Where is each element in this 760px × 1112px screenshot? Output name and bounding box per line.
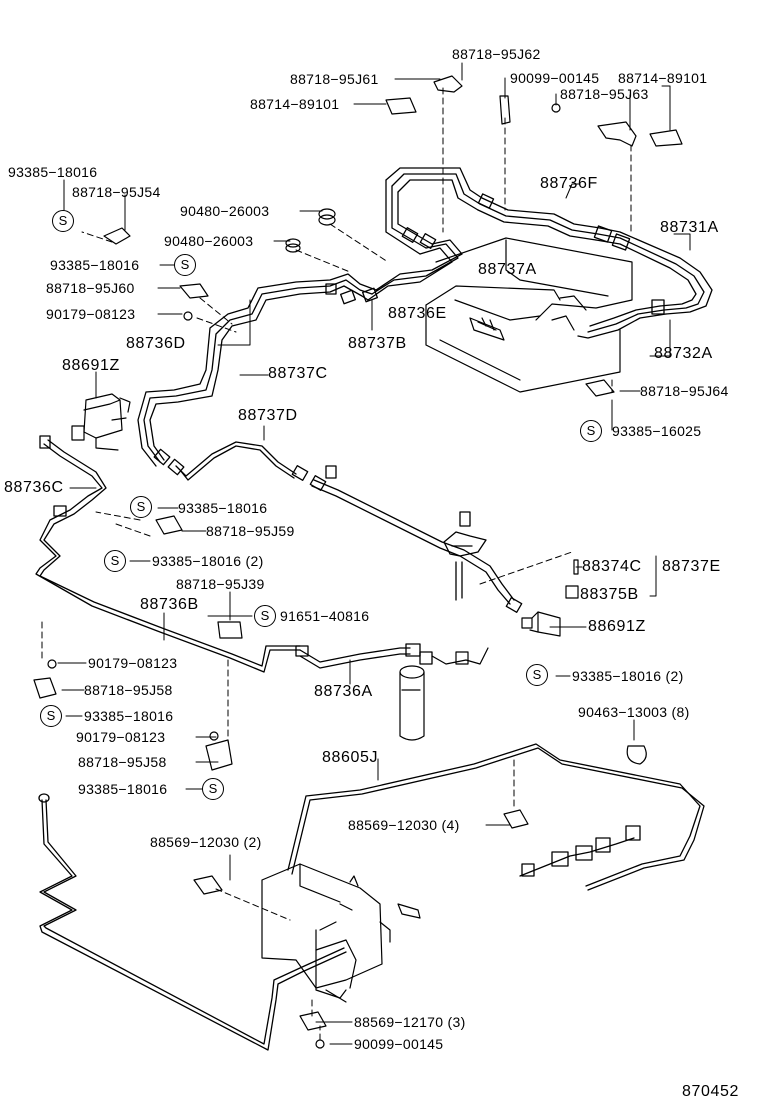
s-symbol-9: S: [202, 778, 224, 800]
receiver-drier: [400, 648, 488, 740]
label-90099-00145-bottom: 90099−00145: [354, 1036, 444, 1052]
valve-88691Z-left: [72, 394, 130, 450]
label-90099-00145-top: 90099−00145: [510, 70, 600, 86]
label-88691Z-right: 88691Z: [588, 618, 646, 635]
label-90480-26003-b: 90480−26003: [164, 233, 254, 249]
s-symbol-5: S: [104, 550, 126, 572]
label-88718-95J58-b: 88718−95J58: [78, 754, 167, 770]
label-88718-95J60: 88718−95J60: [46, 280, 135, 296]
label-88605J: 88605J: [322, 749, 379, 766]
label-88718-95J39: 88718−95J39: [176, 576, 265, 592]
diagram-ref-number: 870452: [682, 1083, 739, 1100]
s-symbol-3: S: [580, 420, 602, 442]
label-90179-08123-a: 90179−08123: [46, 306, 136, 322]
s-symbol-4: S: [130, 496, 152, 518]
label-88718-95J64: 88718−95J64: [640, 383, 729, 399]
label-88714-89101-right: 88714−89101: [618, 70, 708, 86]
small-parts: [34, 76, 682, 1048]
label-93385-18016-d: 93385−18016 (2): [152, 553, 264, 569]
label-90480-26003-a: 90480−26003: [180, 203, 270, 219]
upper-pipes: [386, 168, 712, 338]
pipe-receiver-line: [310, 476, 521, 613]
s-symbol-7: S: [526, 664, 548, 686]
s-symbol-6: S: [254, 605, 276, 627]
label-88737C: 88737C: [268, 365, 328, 382]
label-88718-95J59: 88718−95J59: [206, 523, 295, 539]
label-88375B: 88375B: [580, 586, 639, 603]
label-93385-16025: 93385−16025: [612, 423, 702, 439]
pipe-88736A: [300, 644, 432, 668]
label-88718-95J58-a: 88718−95J58: [84, 682, 173, 698]
label-88569-12170: 88569−12170 (3): [354, 1014, 466, 1030]
wire-harness-88605J: [288, 744, 704, 890]
label-88737B: 88737B: [348, 335, 407, 352]
s-symbol-8: S: [40, 705, 62, 727]
label-93385-18016-a: 93385−18016: [8, 164, 98, 180]
label-88718-95J54: 88718−95J54: [72, 184, 161, 200]
label-88736A: 88736A: [314, 683, 373, 700]
label-88718-95J61: 88718−95J61: [290, 71, 379, 87]
s-symbol-2: S: [174, 254, 196, 276]
label-88731A: 88731A: [660, 219, 719, 236]
label-93385-18016-c: 93385−18016: [178, 500, 268, 516]
label-88732A: 88732A: [654, 345, 713, 362]
control-module: [262, 864, 420, 1002]
label-90179-08123-c: 90179−08123: [76, 729, 166, 745]
dashed-lines: [42, 88, 631, 1040]
label-90179-08123-b: 90179−08123: [88, 655, 178, 671]
mid-pipes: [138, 228, 462, 475]
label-91651-40816: 91651−40816: [280, 608, 370, 624]
label-88718-95J63: 88718−95J63: [560, 86, 649, 102]
label-88736C: 88736C: [4, 479, 64, 496]
leader-lines: [58, 63, 690, 1044]
label-88736B: 88736B: [140, 596, 199, 613]
pipe-88737D: [176, 442, 336, 480]
label-88737A: 88737A: [478, 261, 537, 278]
valve-88691Z-right: [522, 612, 560, 636]
label-88569-12030-2: 88569−12030 (2): [150, 834, 262, 850]
label-93385-18016-f: 93385−18016: [84, 708, 174, 724]
label-88736E: 88736E: [388, 305, 447, 322]
s-symbol-1: S: [52, 210, 74, 232]
label-88736D: 88736D: [126, 335, 186, 352]
label-90463-13003: 90463−13003 (8): [578, 704, 690, 720]
lower-hose: [39, 794, 346, 1050]
label-93385-18016-g: 93385−18016: [78, 781, 168, 797]
label-93385-18016-b: 93385−18016: [50, 257, 140, 273]
label-93385-18016-e: 93385−18016 (2): [572, 668, 684, 684]
label-88718-95J62: 88718−95J62: [452, 46, 541, 62]
cooling-unit: [426, 238, 632, 392]
label-88691Z-left: 88691Z: [62, 357, 120, 374]
label-88737E: 88737E: [662, 558, 721, 575]
label-88569-12030-4: 88569−12030 (4): [348, 817, 460, 833]
label-88737D: 88737D: [238, 407, 298, 424]
label-88374C: 88374C: [582, 558, 642, 575]
label-88736F: 88736F: [540, 175, 598, 192]
pipe-88736C-88736B: [36, 436, 308, 672]
label-88714-89101-left: 88714−89101: [250, 96, 340, 112]
